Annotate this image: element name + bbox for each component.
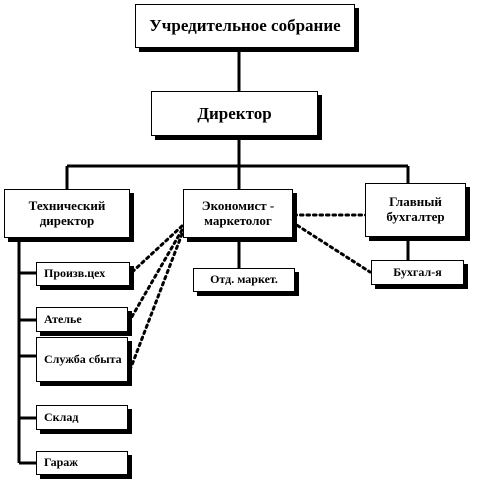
tech-director-box: Технический директор xyxy=(4,189,130,238)
atelier-box: Ателье xyxy=(36,307,128,332)
dotted-link-atelie xyxy=(128,228,184,322)
dotted-link-accounting xyxy=(290,220,372,274)
economist-box: Экономист - маркетолог xyxy=(183,189,293,238)
director-box: Директор xyxy=(151,91,318,136)
accounting-box: Бухгал-я xyxy=(371,260,464,285)
garage-box: Гараж xyxy=(36,451,128,475)
marketing-dept-box: Отд. маркет. xyxy=(193,268,295,292)
chief-accountant-box: Главный бухгалтер xyxy=(365,183,466,237)
sales-service-box: Служба сбыта xyxy=(36,337,128,382)
dotted-link-sbyt xyxy=(128,232,184,372)
root-box: Учредительное собрание xyxy=(135,4,355,48)
dotted-link-proizv xyxy=(128,224,184,276)
warehouse-box: Склад xyxy=(36,405,128,430)
production-box: Произв.цех xyxy=(36,262,130,286)
